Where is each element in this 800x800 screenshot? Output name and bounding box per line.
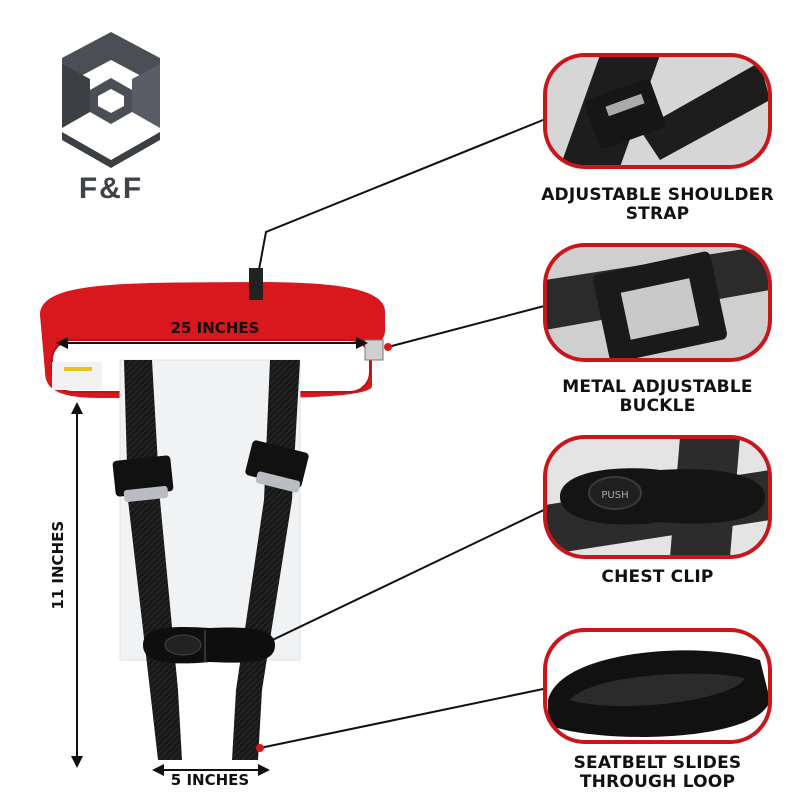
dimension-height-arrow [71, 402, 83, 768]
callout-buckle-line2: BUCKLE [619, 395, 696, 416]
callout-line-buckle [387, 304, 549, 348]
callout-line-shoulder [254, 117, 549, 279]
callout-clip-line1: CHEST CLIP [601, 567, 714, 587]
dimension-width-arrow [152, 764, 270, 776]
callout-label-clip: CHEST CLIP [520, 568, 795, 587]
callout-photo-buckle [543, 243, 772, 362]
callout-shoulder-line1: ADJUSTABLE SHOULDER [541, 185, 774, 205]
callout-buckle-line1: METAL ADJUSTABLE [562, 377, 753, 397]
brand-name: F&F [78, 172, 144, 205]
callout-photo-shoulder [543, 53, 772, 169]
callout-line-clip [261, 507, 549, 646]
callout-photo-loop [543, 628, 772, 744]
callout-loop-line1: SEATBELT SLIDES [573, 753, 742, 773]
callout-label-loop: SEATBELT SLIDES THROUGH LOOP [520, 754, 795, 791]
width-dimension-label: 5 INCHES [170, 771, 250, 789]
callout-line-loop [256, 687, 549, 752]
callout-dot-buckle [384, 343, 392, 351]
chest-clip [143, 626, 275, 664]
height-dimension-label: 11 INCHES [48, 520, 67, 610]
waist-dimension-label: 25 INCHES [170, 319, 260, 337]
callout-shoulder-line2: STRAP [625, 203, 690, 224]
callout-label-buckle: METAL ADJUSTABLE BUCKLE [520, 378, 795, 415]
callout-label-shoulder: ADJUSTABLE SHOULDER STRAP [520, 186, 795, 223]
callout-photo-clip [543, 435, 772, 559]
callout-loop-line2: THROUGH LOOP [579, 771, 736, 792]
clip-push-text: PUSH [601, 490, 628, 501]
brand-logo-icon [62, 32, 160, 168]
dimension-waist-arrow [56, 337, 368, 349]
